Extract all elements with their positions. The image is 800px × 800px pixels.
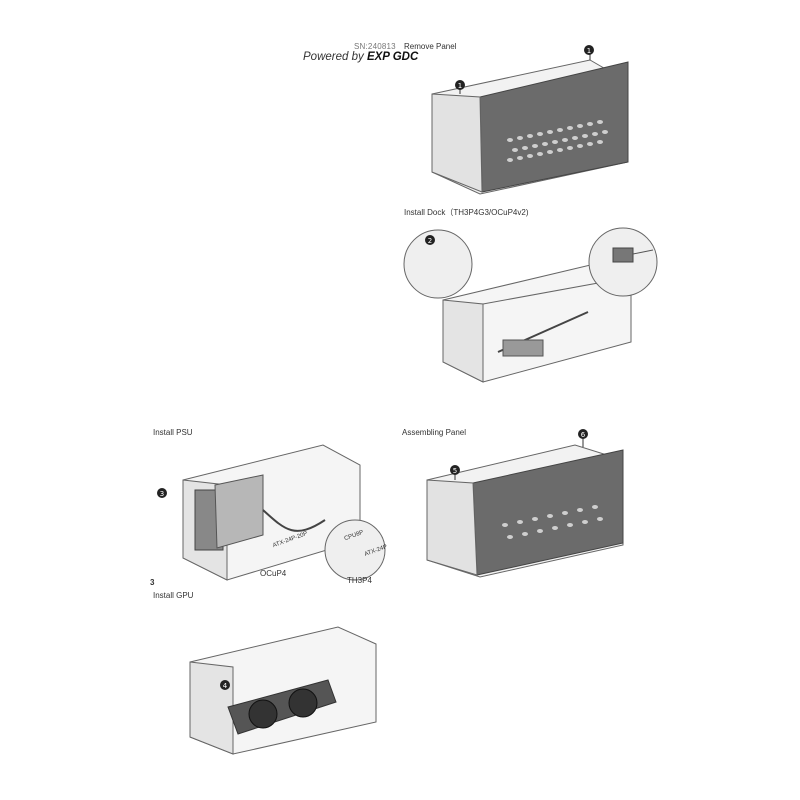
powered-by: Powered by EXP GDC [303, 51, 418, 63]
step-badge-gpu: 4 [220, 677, 230, 695]
step-badge-remove-1: 1 [455, 77, 465, 95]
step-title-install-dock: Install Dock（TH3P4G3/OCuP4v2) [404, 208, 529, 217]
step-badge-psu: 3 [157, 485, 167, 503]
step-title-remove-panel: Remove Panel [404, 42, 457, 51]
install-psu-illustration [182, 444, 386, 581]
step-badge-assemble-5: 5 [450, 462, 460, 480]
step-badge-dock: 2 [425, 232, 435, 250]
step-title-install-psu: Install PSU [153, 428, 193, 437]
step-title-install-gpu: Install GPU [153, 591, 194, 600]
badge-number: 1 [458, 82, 462, 90]
step-badge-remove-2: 1 [584, 42, 594, 60]
badge-number: 6 [581, 431, 586, 439]
dock-label-ocup4: OCuP4 [260, 569, 287, 578]
step-badge-assemble-6: 6 [578, 426, 588, 444]
badge-number: 3 [160, 490, 164, 498]
dock-label-th3p4: TH3P4 [347, 576, 372, 585]
install-gpu-illustration [189, 626, 377, 755]
brand-name: EXP GDC [366, 51, 419, 63]
install-dock-illustration [403, 227, 658, 383]
step-title-assembling-panel: Assembling Panel [402, 428, 467, 437]
assembling-panel-illustration [426, 435, 624, 578]
badge-number: 5 [453, 467, 457, 475]
step-number: 3 [150, 578, 155, 587]
badge-number: 4 [223, 682, 228, 690]
remove-panel-illustration [431, 52, 629, 195]
dock-screw-detail [403, 229, 473, 299]
badge-number: 2 [428, 237, 432, 245]
serial-number: SN:240813 [354, 42, 396, 51]
powered-prefix: Powered by [303, 51, 367, 63]
psu-connector-detail [324, 519, 386, 581]
badge-number: 1 [587, 47, 591, 55]
